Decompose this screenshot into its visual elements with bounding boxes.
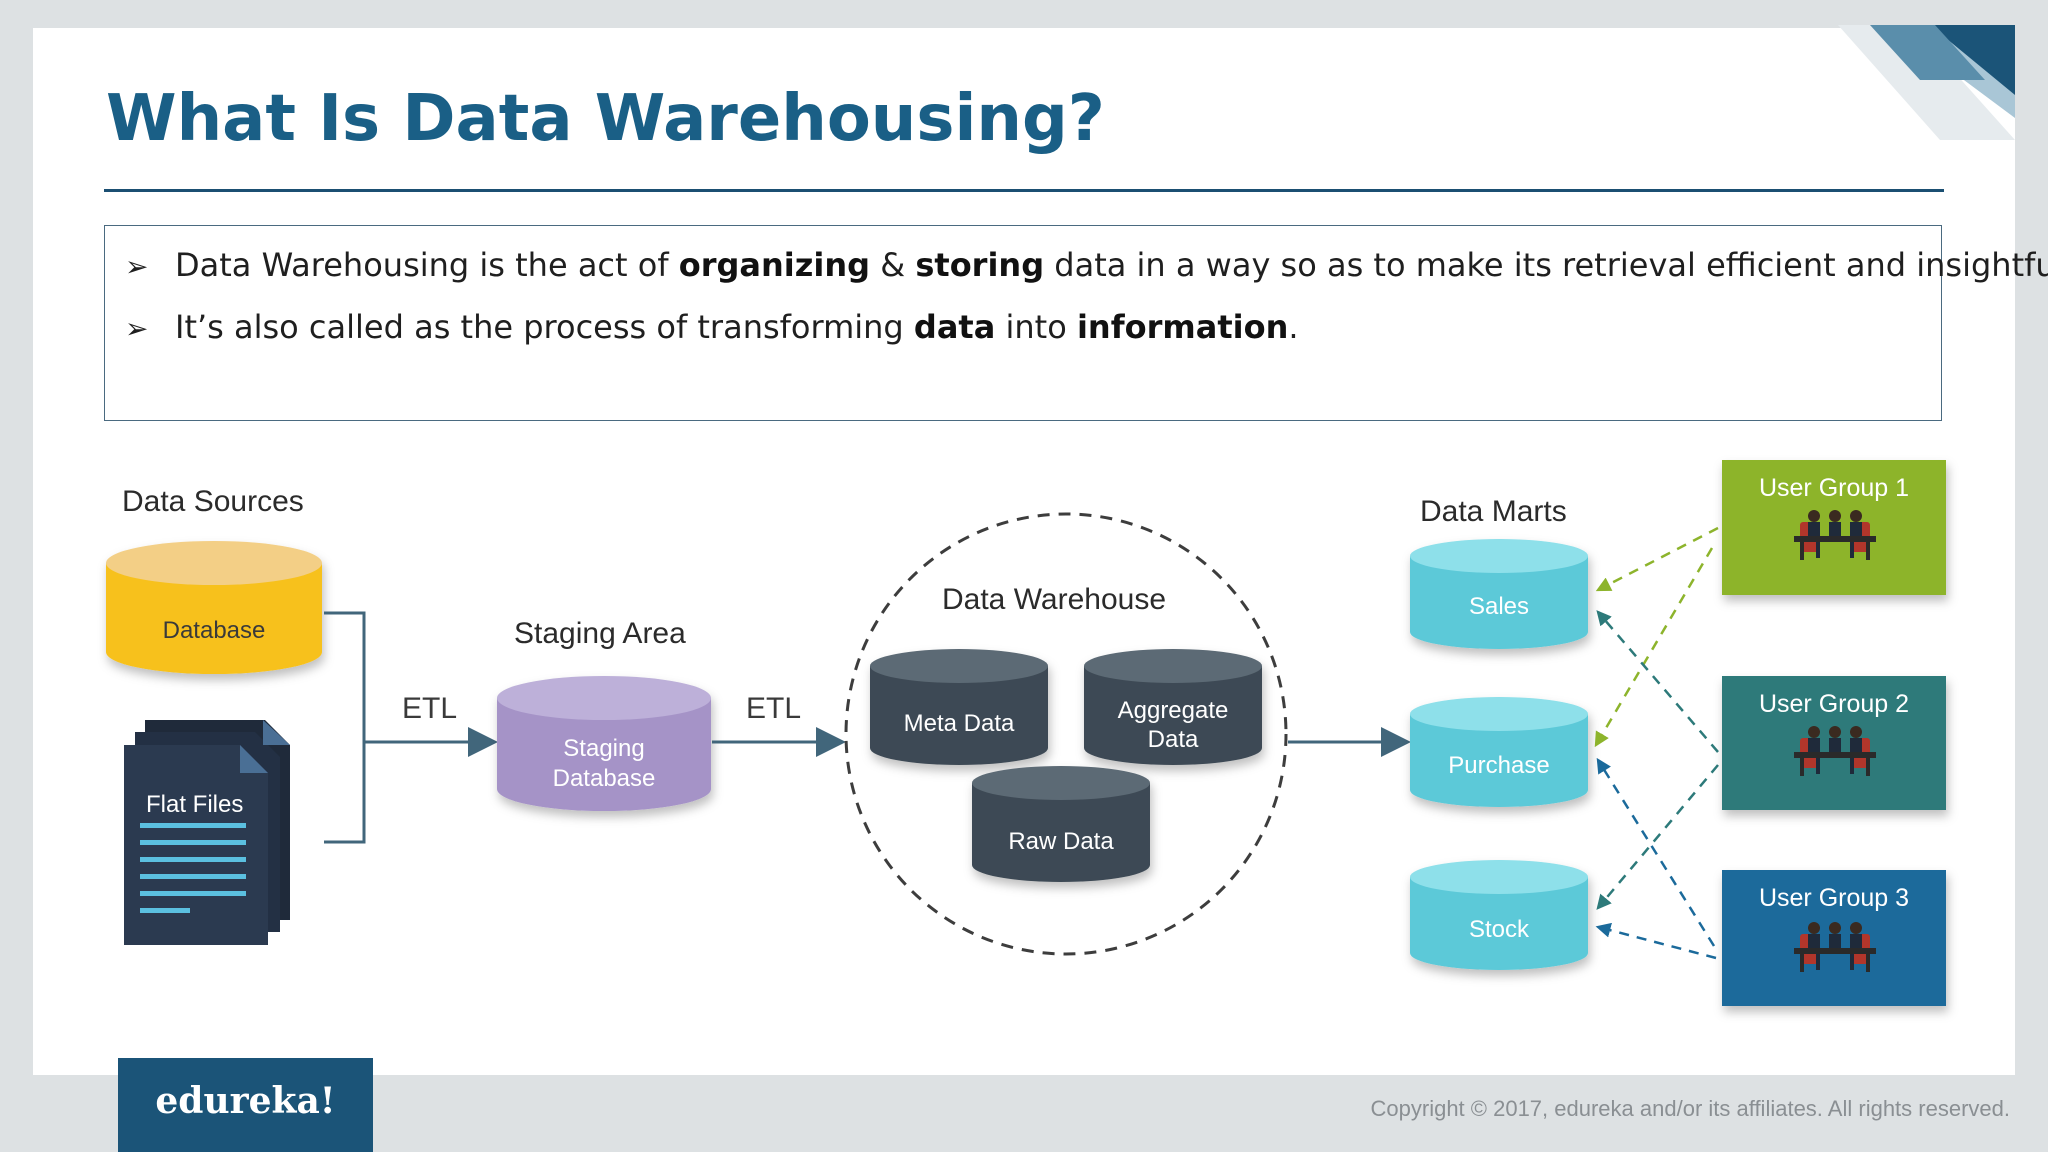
data-warehouse-heading: Data Warehouse bbox=[942, 583, 1166, 616]
raw-data-cylinder bbox=[972, 766, 1150, 882]
edureka-logo: edureka! bbox=[118, 1058, 373, 1152]
meeting-icon bbox=[1794, 726, 1876, 776]
bullet-text: Data Warehousing is the act of organizin… bbox=[175, 246, 2048, 284]
user-group-2-label: User Group 2 bbox=[1759, 690, 1909, 718]
database-cylinder bbox=[106, 541, 322, 674]
staging-label-line1: Staging bbox=[563, 735, 644, 762]
meeting-icon bbox=[1794, 510, 1876, 560]
page-title: What Is Data Warehousing? bbox=[106, 82, 1105, 156]
purchase-label: Purchase bbox=[1448, 752, 1549, 779]
aggregate-label-line2: Data bbox=[1148, 726, 1199, 753]
user-group-1-label: User Group 1 bbox=[1759, 474, 1909, 502]
data-marts-heading: Data Marts bbox=[1420, 495, 1567, 528]
raw-data-label: Raw Data bbox=[1008, 828, 1114, 855]
mart-connectors bbox=[1594, 526, 1719, 960]
staging-database-cylinder bbox=[497, 676, 711, 811]
meeting-icon bbox=[1794, 922, 1876, 972]
logo-text: edureka! bbox=[155, 1080, 336, 1122]
sales-label: Sales bbox=[1469, 593, 1529, 620]
database-label: Database bbox=[163, 617, 266, 644]
staging-area-heading: Staging Area bbox=[514, 617, 686, 650]
meta-data-label: Meta Data bbox=[904, 710, 1015, 737]
bullet-item: ➢ It’s also called as the process of tran… bbox=[125, 308, 1299, 346]
warehouse-boundary bbox=[844, 512, 1288, 956]
user-group-3-label: User Group 3 bbox=[1759, 884, 1909, 912]
flat-files-label: Flat Files bbox=[146, 791, 243, 818]
meta-data-cylinder bbox=[870, 649, 1048, 765]
staging-label-line2: Database bbox=[553, 765, 656, 792]
arrow-bullet-icon: ➢ bbox=[125, 250, 149, 283]
etl-label-2: ETL bbox=[746, 692, 801, 725]
etl-label-1: ETL bbox=[402, 692, 457, 725]
stock-mart-cylinder bbox=[1410, 860, 1588, 970]
arrow-bullet-icon: ➢ bbox=[125, 312, 149, 345]
sources-bracket bbox=[324, 611, 366, 844]
title-divider bbox=[104, 189, 1944, 192]
purchase-mart-cylinder bbox=[1410, 697, 1588, 807]
data-sources-heading: Data Sources bbox=[122, 485, 304, 518]
copyright-notice: Copyright © 2017, edureka and/or its aff… bbox=[1370, 1096, 2010, 1121]
definition-box: ➢ Data Warehousing is the act of organizi… bbox=[104, 225, 2048, 421]
aggregate-label-line1: Aggregate bbox=[1118, 697, 1229, 724]
bullet-text: It’s also called as the process of trans… bbox=[175, 308, 1299, 346]
corner-decoration bbox=[1838, 25, 2015, 140]
flat-files-icon bbox=[124, 720, 290, 945]
sales-mart-cylinder bbox=[1410, 539, 1588, 649]
stock-label: Stock bbox=[1469, 916, 1530, 943]
aggregate-data-cylinder bbox=[1084, 649, 1262, 765]
bullet-item: ➢ Data Warehousing is the act of organizi… bbox=[125, 246, 2048, 284]
